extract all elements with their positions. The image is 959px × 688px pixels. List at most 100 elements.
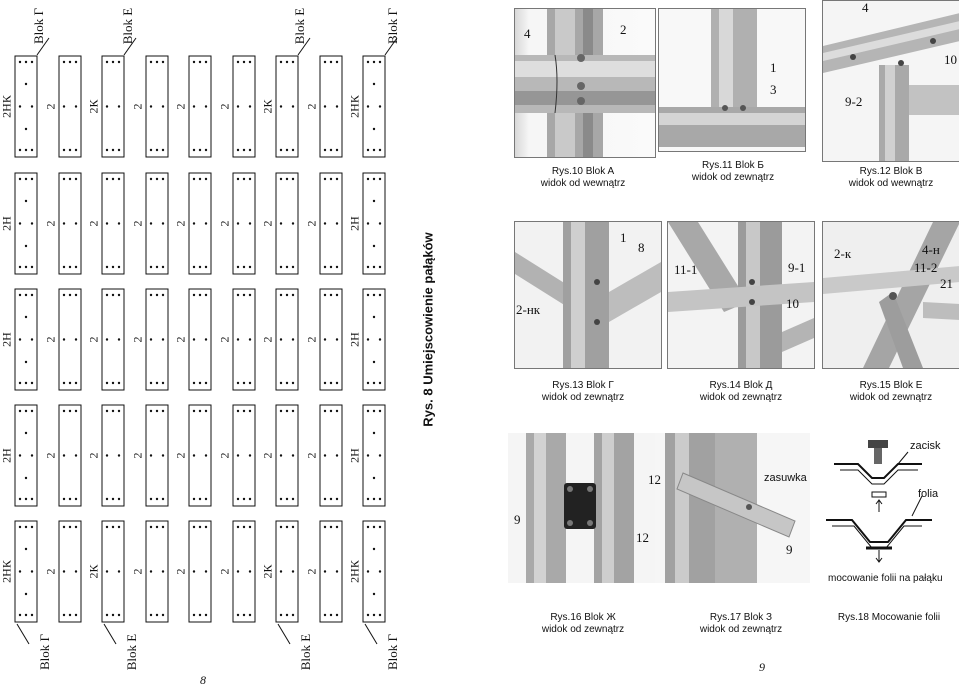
bolt-hole-dot — [291, 105, 295, 108]
bolt-hole-dot — [192, 293, 196, 297]
bolt-hole-dot — [155, 525, 159, 529]
bolt-hole-dot — [30, 525, 34, 529]
arch-rect — [232, 172, 256, 275]
bolt-hole-dot — [149, 148, 153, 152]
bolt-hole-dot — [24, 315, 28, 319]
arch-label: 2 — [43, 103, 58, 109]
bolt-hole-dot — [24, 525, 28, 529]
bolt-hole-dot — [74, 570, 78, 573]
bolt-hole-dot — [105, 381, 109, 385]
bolt-hole-dot — [155, 265, 159, 269]
bolt-hole-dot — [198, 265, 202, 269]
callout-21: 21 — [940, 276, 953, 291]
callout-9: 9 — [786, 542, 793, 557]
bolt-hole-dot — [68, 60, 72, 64]
bolt-hole-dot — [105, 60, 109, 64]
bolt-hole-dot — [378, 497, 382, 501]
bolt-hole-dot — [24, 60, 28, 64]
bolt-hole-dot — [236, 222, 240, 225]
bolt-hole-dot — [323, 525, 327, 529]
bolt-hole-dot — [198, 177, 202, 181]
bolt-hole-dot — [105, 338, 109, 341]
bolt-hole-dot — [236, 525, 240, 529]
bolt-hole-dot — [62, 265, 66, 269]
callout-3: 3 — [770, 82, 777, 97]
arch-rect — [188, 520, 212, 623]
arch-label: 2 — [217, 103, 232, 109]
bolt-hole-dot — [291, 60, 295, 64]
bolt-hole-dot — [329, 497, 333, 501]
bolt-hole-dot — [279, 293, 283, 297]
bolt-hole-dot — [18, 177, 22, 181]
bolt-hole-dot — [192, 613, 196, 617]
bolt-hole-dot — [24, 381, 28, 385]
bolt-hole-dot — [378, 570, 382, 573]
bolt-hole-dot — [68, 525, 72, 529]
bolt-hole-dot — [204, 613, 208, 617]
bolt-hole-dot — [24, 547, 28, 551]
bolt-hole-dot — [18, 454, 22, 457]
arch-rect — [145, 288, 169, 391]
bolt-hole-dot — [18, 613, 22, 617]
caption-title: Rys.13 Blok Г — [552, 380, 614, 391]
bolt-hole-dot — [329, 613, 333, 617]
bolt-hole-dot — [242, 497, 246, 501]
bolt-hole-dot — [248, 525, 252, 529]
arch-label: 2 — [304, 336, 319, 342]
bolt-hole-dot — [198, 148, 202, 152]
bolt-hole-dot — [242, 148, 246, 152]
arch-label: 2 — [130, 452, 145, 458]
bolt-hole-dot — [329, 293, 333, 297]
bolt-hole-dot — [117, 525, 121, 529]
page-number: 9 — [759, 660, 765, 674]
bolt-hole-dot — [204, 525, 208, 529]
bolt-hole-dot — [323, 265, 327, 269]
bolt-hole-dot — [192, 454, 196, 457]
arch-label: 2 — [173, 568, 188, 574]
bolt-hole-dot — [285, 293, 289, 297]
arch-label: 2НК — [347, 94, 362, 118]
callout-9-1: 9-1 — [788, 260, 806, 275]
block-label-bottom: Blok Г — [385, 633, 400, 671]
callout-2-nk: 2-нк — [516, 302, 541, 317]
bolt-hole-dot — [248, 454, 252, 457]
bolt-hole-dot — [74, 222, 78, 225]
bolt-hole-dot — [161, 60, 165, 64]
bolt-hole-dot — [24, 497, 28, 501]
bolt-hole-dot — [242, 381, 246, 385]
bolt-hole-dot — [248, 222, 252, 225]
arch-rect — [362, 55, 386, 158]
bolt-hole-dot — [366, 525, 370, 529]
arch-label: 2 — [173, 452, 188, 458]
bolt-hole-dot — [236, 177, 240, 181]
bolt-hole-dot — [192, 177, 196, 181]
bolt-hole-dot — [291, 265, 295, 269]
bolt-hole-dot — [242, 409, 246, 413]
bolt-hole-dot — [198, 293, 202, 297]
callout-9-2: 9-2 — [845, 94, 863, 109]
bolt-hole-dot — [198, 497, 202, 501]
bolt-hole-dot — [18, 148, 22, 152]
bolt-hole-dot — [335, 177, 339, 181]
bolt-hole-dot — [30, 497, 34, 501]
bolt-hole-dot — [149, 409, 153, 413]
bolt-hole-dot — [149, 265, 153, 269]
bolt-hole-dot — [105, 105, 109, 108]
bolt-hole-dot — [117, 338, 121, 341]
caption-rys10: Rys.10 Blok A widok od wewnątrz — [508, 166, 658, 190]
arch-label: 2К — [86, 99, 101, 114]
bolt-hole-dot — [117, 381, 121, 385]
bolt-hole-dot — [323, 570, 327, 573]
bolt-hole-dot — [335, 613, 339, 617]
arch-label: 2 — [304, 103, 319, 109]
bolt-hole-dot — [323, 293, 327, 297]
bolt-hole-dot — [149, 613, 153, 617]
arch-rect — [101, 404, 125, 507]
bolt-hole-dot — [204, 105, 208, 108]
profile-joint-image — [515, 9, 655, 157]
arch-rect — [188, 55, 212, 158]
bolt-hole-dot — [105, 222, 109, 225]
bolt-hole-dot — [204, 409, 208, 413]
bolt-hole-dot — [285, 381, 289, 385]
